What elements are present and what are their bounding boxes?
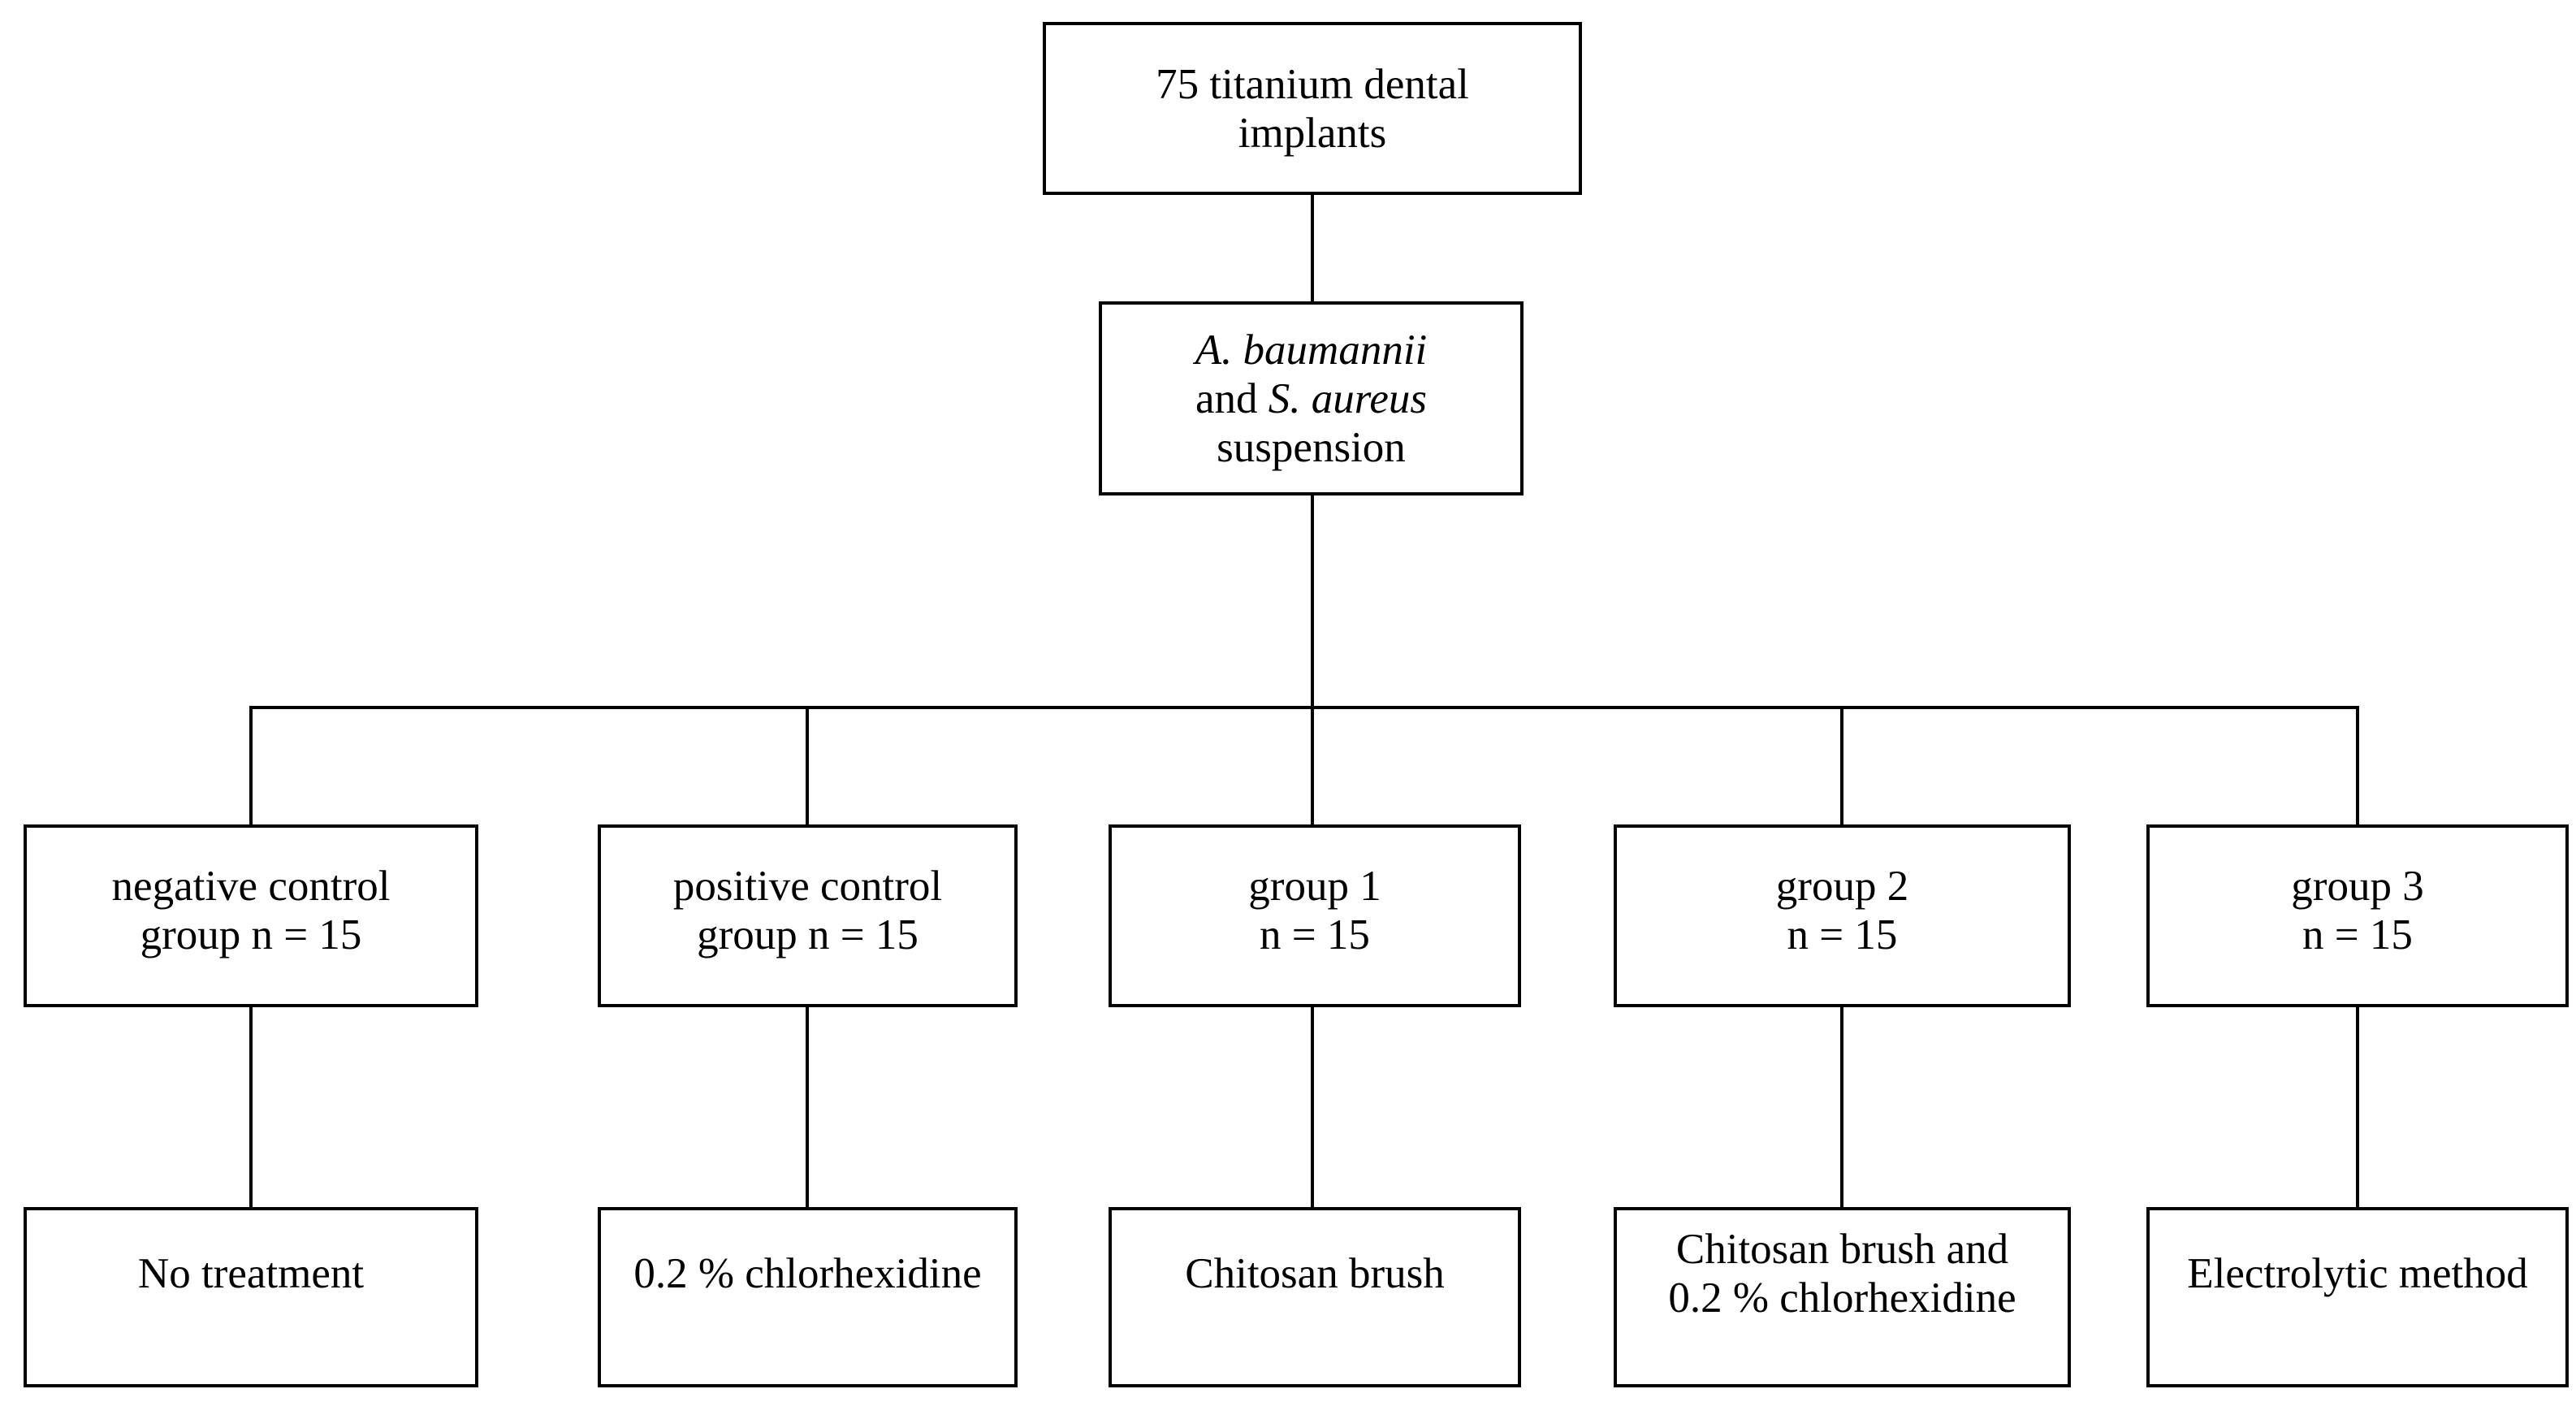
group-box-line-1: positive control xyxy=(672,862,943,910)
suspension-line-2-word: and xyxy=(1195,374,1258,422)
connector-positive-control-to-treatment xyxy=(806,1006,809,1209)
treatment-line-2: 0.2 % chlorhexidine xyxy=(1668,1274,2016,1322)
group-box-line-1: group 3 xyxy=(2291,862,2424,910)
branch-drop-negative-control xyxy=(249,707,253,826)
group-box-group-3: group 3 n = 15 xyxy=(2146,824,2569,1007)
suspension-line-2-species: S. aureus xyxy=(1268,374,1428,422)
suspension-line-2: and S. aureus xyxy=(1195,374,1427,423)
connector-negative-control-to-treatment xyxy=(249,1006,253,1209)
group-box-line-2: n = 15 xyxy=(1787,911,1898,958)
group-box-line-1: negative control xyxy=(111,862,391,910)
group-box-line-2: group n = 15 xyxy=(697,911,918,958)
treatment-box-chlorhexidine: 0.2 % chlorhexidine xyxy=(598,1207,1018,1387)
treatment-line-1: Electrolytic method xyxy=(2187,1250,2528,1297)
connector-group-1-to-treatment xyxy=(1311,1006,1314,1209)
treatment-line-1: No treatment xyxy=(137,1250,365,1297)
branch-horizontal-line xyxy=(249,706,2359,709)
suspension-line-3: suspension xyxy=(1217,423,1406,471)
branch-drop-positive-control xyxy=(806,707,809,826)
treatment-line-1: Chitosan brush xyxy=(1185,1250,1445,1297)
group-box-positive-control: positive control group n = 15 xyxy=(598,824,1018,1007)
connector-suspension-to-branch xyxy=(1311,494,1314,709)
group-box-group-1: group 1 n = 15 xyxy=(1109,824,1521,1007)
connector-group-2-to-treatment xyxy=(1840,1006,1843,1209)
branch-drop-group-2 xyxy=(1840,707,1843,826)
group-box-line-2: group n = 15 xyxy=(140,911,362,958)
connector-root-to-suspension xyxy=(1311,193,1314,303)
connector-group-3-to-treatment xyxy=(2356,1006,2359,1209)
branch-drop-group-3 xyxy=(2356,707,2359,826)
treatment-box-chitosan-brush: Chitosan brush xyxy=(1109,1207,1521,1387)
group-box-line-1: group 2 xyxy=(1775,862,1909,910)
treatment-line-1: Chitosan brush and xyxy=(1675,1226,2009,1273)
group-box-line-2: n = 15 xyxy=(1260,911,1370,958)
group-box-negative-control: negative control group n = 15 xyxy=(24,824,478,1007)
branch-drop-group-1 xyxy=(1311,707,1314,826)
group-box-line-1: group 1 xyxy=(1248,862,1381,910)
root-box-line-1: 75 titanium dental xyxy=(1156,60,1469,108)
root-box-implants: 75 titanium dental implants xyxy=(1043,22,1582,195)
root-box-line-2: implants xyxy=(1238,109,1387,157)
treatment-box-electrolytic-method: Electrolytic method xyxy=(2146,1207,2569,1387)
suspension-line-1-species: A. baumannii xyxy=(1195,326,1428,374)
group-box-group-2: group 2 n = 15 xyxy=(1614,824,2071,1007)
group-box-line-2: n = 15 xyxy=(2302,911,2413,958)
suspension-box: A. baumannii and S. aureus suspension xyxy=(1099,301,1524,495)
treatment-box-no-treatment: No treatment xyxy=(24,1207,478,1387)
treatment-line-1: 0.2 % chlorhexidine xyxy=(633,1250,982,1297)
treatment-box-chitosan-and-chlorhexidine: Chitosan brush and 0.2 % chlorhexidine xyxy=(1614,1207,2071,1387)
